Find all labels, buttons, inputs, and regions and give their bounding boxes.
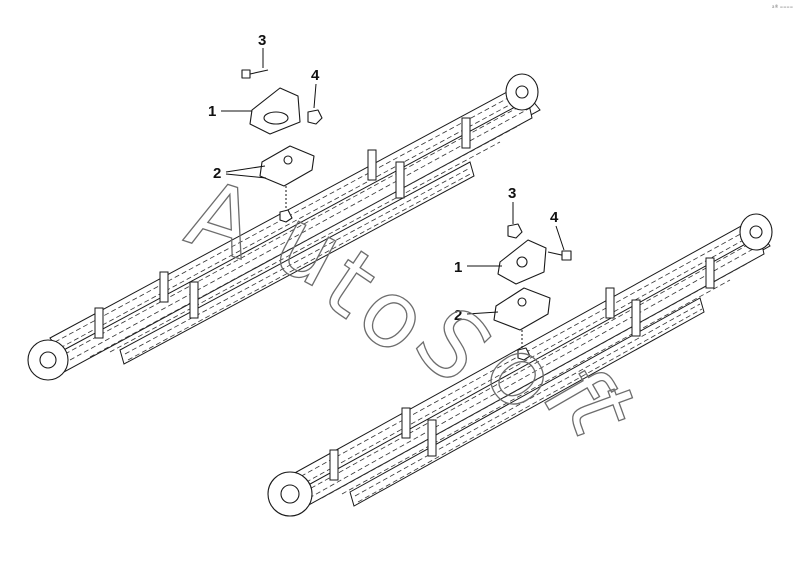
spring-pad	[493, 287, 551, 331]
leaf-spring-upper	[27, 73, 541, 381]
spring-eye-bushing	[39, 351, 57, 369]
bolt-head	[241, 69, 251, 79]
nut	[507, 223, 523, 239]
spring-eye-bushing	[280, 484, 300, 504]
assembly-lower-parts	[493, 223, 572, 361]
spring-clip	[189, 281, 199, 319]
spring-clip	[329, 449, 339, 481]
callout-3: 3	[508, 185, 516, 202]
bolt-head	[561, 250, 572, 261]
corner-note: a® ====	[772, 4, 793, 9]
pad-hole	[283, 155, 293, 165]
leaf-spring-lower	[267, 213, 773, 517]
callout-2: 2	[213, 165, 221, 182]
spring-clip	[159, 271, 169, 303]
spring-clip	[605, 287, 615, 319]
callouts-lower: 3 4 1 2	[454, 185, 565, 324]
callout-3: 3	[258, 32, 266, 49]
callout-1: 1	[454, 259, 462, 276]
spring-eye-bushing	[515, 85, 529, 99]
callout-2: 2	[454, 307, 462, 324]
lower-nut	[279, 209, 293, 223]
spring-lower-leaves	[119, 161, 475, 365]
spring-eye-bushing	[749, 225, 763, 239]
pad-hole	[517, 297, 527, 307]
bolt	[249, 69, 269, 75]
spring-clip	[367, 149, 377, 181]
lower-nut	[517, 347, 531, 361]
callouts-upper: 3 4 1 2	[208, 32, 320, 182]
spring-clip	[427, 419, 437, 457]
nut	[307, 109, 323, 125]
bracket-hole	[263, 111, 289, 125]
mounting-bracket	[249, 87, 301, 135]
callout-4: 4	[550, 209, 559, 226]
spring-clip	[705, 257, 715, 289]
spring-clip	[395, 161, 405, 199]
callout-4: 4	[311, 67, 320, 84]
spring-clip	[401, 407, 411, 439]
spring-lower-leaves	[349, 297, 705, 507]
spring-clip	[461, 117, 471, 149]
callout-1: 1	[208, 103, 216, 120]
assembly-upper-parts	[241, 69, 323, 223]
bracket-hole	[516, 256, 528, 268]
spring-clip	[94, 307, 104, 339]
spring-pad	[259, 145, 315, 187]
spring-clip	[631, 299, 641, 337]
